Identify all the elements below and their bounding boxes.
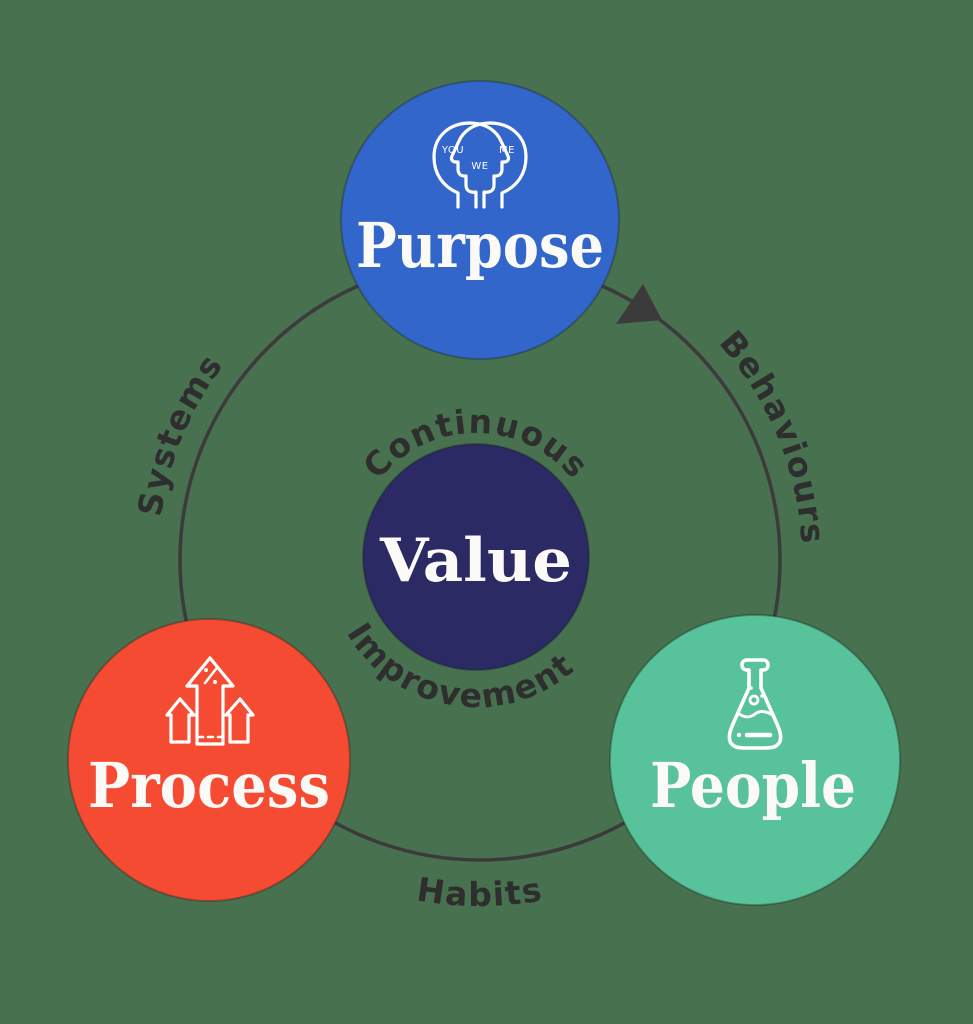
bubble-dot xyxy=(760,694,764,698)
label-systems: Systems xyxy=(130,346,231,519)
overlapping-heads-icon: YOU WE ME xyxy=(432,121,528,209)
value-node: Value xyxy=(362,443,590,671)
right-arrow xyxy=(224,697,255,744)
label-habits-text: Habits xyxy=(415,870,545,915)
people-label: People xyxy=(650,749,856,822)
process-node: Process xyxy=(67,618,351,902)
label-habits: Habits xyxy=(415,870,546,915)
bubble-dot xyxy=(749,686,753,690)
label-behaviours-text: Behaviours xyxy=(712,323,831,546)
flow-arrowhead-icon xyxy=(616,284,662,324)
flask-body xyxy=(727,658,783,750)
bubble xyxy=(748,694,760,706)
process-label: Process xyxy=(88,749,330,822)
process-circle xyxy=(67,618,351,902)
flask-icon xyxy=(727,658,783,750)
purpose-node: YOU WE ME Purpose xyxy=(340,80,620,360)
label-behaviours: Behaviours xyxy=(712,323,833,546)
left-arrow xyxy=(165,697,196,744)
people-node: People xyxy=(609,614,901,906)
label-systems-text: Systems xyxy=(130,346,229,519)
flask-base-dot xyxy=(736,732,742,738)
purpose-circle xyxy=(340,80,620,360)
icon-label-me: ME xyxy=(499,145,515,156)
value-label: Value xyxy=(379,526,572,596)
percent-dot xyxy=(213,680,217,684)
icon-label-you: YOU xyxy=(441,145,464,156)
value-circle xyxy=(362,443,590,671)
liquid-wave xyxy=(736,710,776,719)
growth-arrows-icon xyxy=(165,656,255,746)
icon-label-we: WE xyxy=(471,161,488,172)
percent-dot xyxy=(204,668,208,672)
purpose-label: Purpose xyxy=(356,209,604,282)
center-arrow xyxy=(185,656,235,746)
percent-slash xyxy=(203,667,218,685)
people-circle xyxy=(609,614,901,906)
